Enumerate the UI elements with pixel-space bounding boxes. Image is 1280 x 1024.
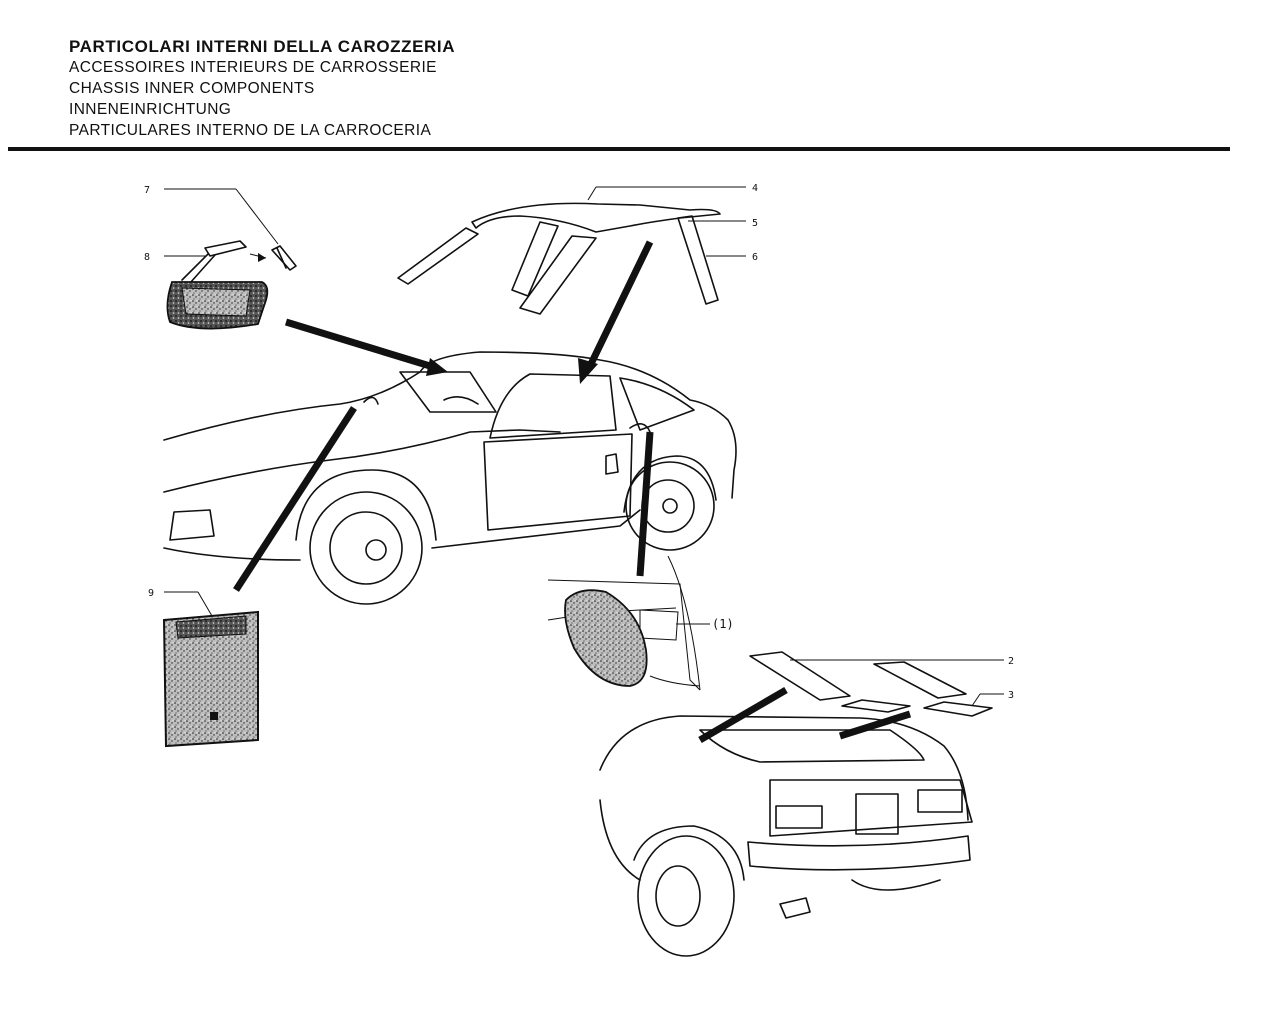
windscreen-pillar-trim [397,227,479,285]
car-side-view [163,351,737,605]
rear-quarter-window [619,377,695,431]
title-italian: PARTICOLARI INTERNI DELLA CAROZZERIA [69,37,456,56]
front-wheel-arch [295,469,437,541]
licence-plate [855,793,899,835]
pointer-headliner [586,240,654,368]
inset-pillar-line [667,555,701,691]
rear-hub [662,498,678,514]
mirror-screw-head [271,245,297,271]
car-beltline [163,429,561,493]
car-roof-outline [163,351,737,499]
tail-light-left [775,805,823,829]
rear-pointer-hook [629,423,651,433]
visor-label-strip [175,615,247,639]
leader-9-d [197,591,213,617]
rear-roof-outline [599,715,969,821]
title-spanish: PARTICULARES INTERNO DE LA CARROCERIA [69,122,432,139]
rear-tyre [625,461,715,551]
pointer-rear-side [636,431,654,577]
rear-rim-3q [655,865,701,927]
headliner-trims [397,202,721,315]
steering-wheel [443,396,479,405]
visor-body [162,610,259,748]
pointer-mirror-head [426,358,448,376]
rear-tyre-3q [637,835,735,957]
rear-wheel-arch-3q [633,825,745,881]
sill-line [431,509,641,549]
trim-strip-2a [749,651,851,701]
rear-flank [599,799,641,881]
front-tyre [309,491,423,605]
callout-8: 8 [144,252,150,263]
sunvisor-arrow [363,396,379,405]
headlight [169,509,215,541]
trim-pad-3b [923,701,993,717]
pointer-headliner-head [578,358,598,384]
exhaust-tip [779,897,811,919]
callout-1: (1) [712,617,734,631]
front-pillar-trim-a [511,221,559,297]
callout-9: 9 [148,588,154,599]
leader-3-d [971,693,981,707]
front-bumper [163,547,301,561]
rear-trim-inset [547,555,701,691]
rear-window [699,729,925,763]
inset-seat-cushion [564,589,648,687]
rear-wheel-arch [623,455,717,513]
door-window [489,373,617,439]
door-handle [605,453,619,475]
callout-6: 6 [752,252,758,263]
front-pillar-trim-b [519,235,597,315]
title-french: ACCESSOIRES INTERIEURS DE CARROSSERIE [69,59,437,76]
mirror-arm-edge [189,254,216,284]
rear-valance [851,879,941,891]
car-rear-view [599,715,973,957]
front-hub [365,539,387,561]
callout-2: 2 [1008,656,1014,667]
roof-rail-trim [471,202,721,233]
visor-clip [210,712,218,720]
leader-4-d [587,186,597,201]
leader-7-d [235,188,279,245]
callout-leaders [164,186,1004,707]
title-german: INNENEINRICHTUNG [69,101,232,118]
rear-pillar-trim [677,215,719,305]
pointer-rear-b [838,710,912,740]
mirror-screw-shank [276,247,287,269]
interior-mirror [166,240,297,330]
rear-bumper [747,835,971,871]
door-panel [483,433,633,531]
header-rule [8,147,1230,151]
callout-4: 4 [752,183,758,194]
trim-pad-3a [841,699,911,713]
callout-7: 7 [144,185,150,196]
mirror-arm [181,253,209,281]
inset-frame-top [547,579,701,691]
title-block: PARTICOLARI INTERNI DELLA CAROZZERIA ACC… [69,36,455,141]
rear-tail-panel [769,779,973,837]
mirror-mount-plate [204,240,247,257]
callout-3: 3 [1008,690,1014,701]
pointer-sunvisor [233,406,357,592]
title-english: CHASSIS INNER COMPONENTS [69,80,315,97]
inset-pocket [639,609,679,641]
inset-floor-line [649,675,701,687]
callout-numbers: 7 8 4 5 6 9 (1) 2 3 [144,183,1014,701]
pointer-mirror [284,318,432,370]
tail-light-right [917,789,963,813]
callout-5: 5 [752,218,758,229]
trim-strip-2b [873,661,967,699]
rear-rim [641,479,695,533]
rear-parcel-trims [749,651,993,717]
mirror-glass [181,287,251,317]
windscreen [399,371,497,413]
screw-arrow-head [258,253,266,262]
front-rim [329,511,403,585]
pointer-rear-a [698,686,788,744]
sun-visor-panel [162,610,259,748]
